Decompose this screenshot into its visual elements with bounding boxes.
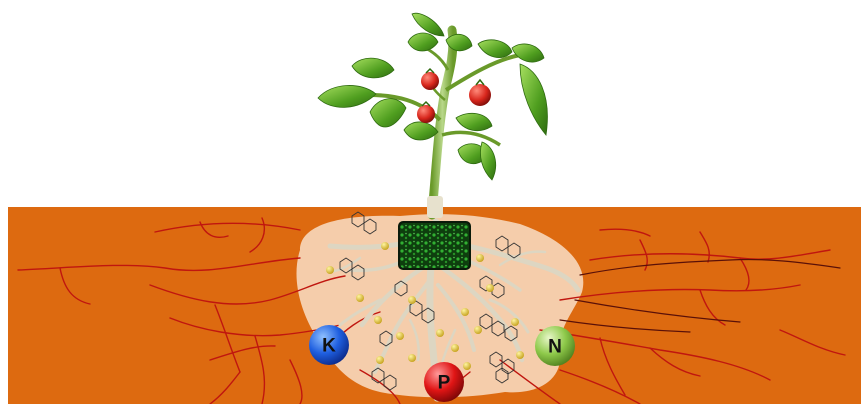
nutrient-k-sphere: K	[309, 325, 349, 365]
microscopy-inset-icon	[398, 221, 471, 270]
nutrient-n-label: N	[548, 337, 562, 358]
nutrient-n-sphere: N	[535, 326, 575, 366]
nutrient-k-label: K	[322, 336, 336, 357]
tomato-plant-icon	[318, 13, 547, 218]
nutrient-p-sphere: P	[424, 362, 464, 402]
nutrient-p-label: P	[438, 373, 451, 394]
